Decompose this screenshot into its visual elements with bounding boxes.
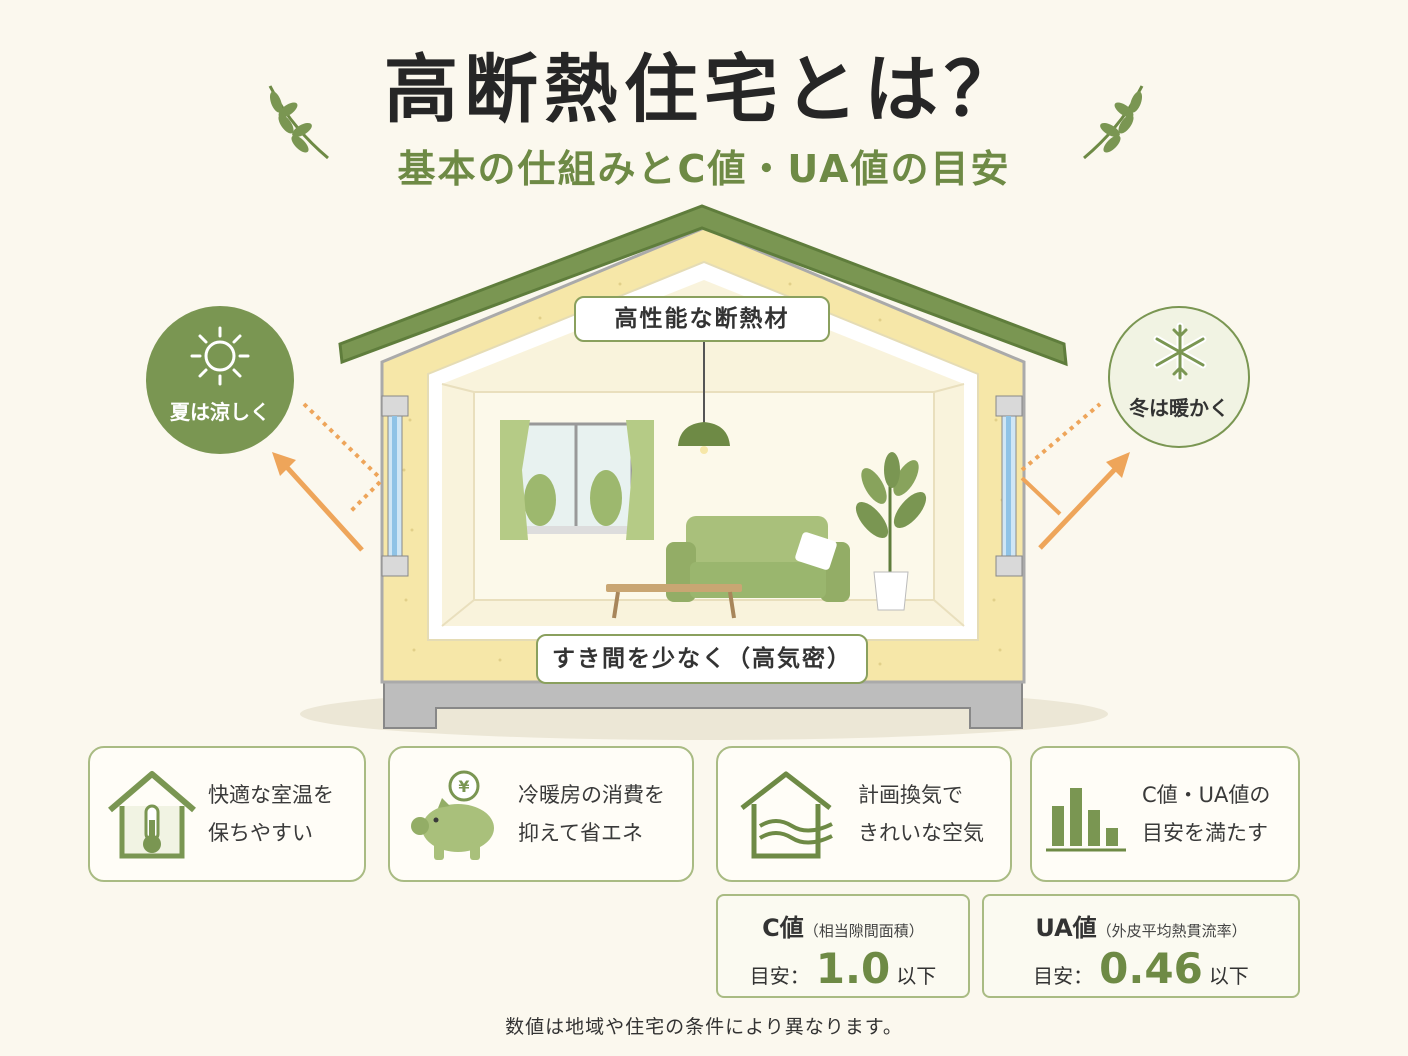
c-value-suffix: 以下 [896, 964, 937, 988]
c-value-number: 1.0 [815, 944, 891, 993]
card-line2: きれいな空気 [858, 821, 984, 845]
winter-badge: 冬は暖かく [1108, 306, 1250, 448]
ua-value-desc: （外皮平均熱貫流率） [1096, 922, 1247, 940]
foundation [383, 679, 1023, 729]
sun-icon [190, 326, 250, 386]
room-window [500, 420, 654, 540]
page-title: 高断熱住宅とは？ [384, 47, 1024, 133]
ua-value-name: UA値 [1035, 914, 1097, 942]
bar-chart-icon [1046, 788, 1126, 852]
card-line1: 快適な室温を [208, 783, 334, 807]
c-value-desc: （相当隙間面積） [803, 922, 924, 940]
ua-value-number: 0.46 [1099, 944, 1203, 993]
right-leaf-sprig-icon [1083, 85, 1144, 160]
pendant-lamp [678, 336, 730, 454]
house-cross-section [272, 204, 1130, 740]
page-subtitle: 基本の仕組みとC値・UA値の目安 [397, 147, 1011, 191]
summer-heat-arrows [272, 402, 382, 552]
winter-heat-arrows [1020, 402, 1130, 550]
card-line1: 計画換気で [858, 783, 963, 807]
summer-badge: 夏は涼しく [146, 306, 294, 454]
ua-value-suffix: 以下 [1208, 964, 1249, 988]
potted-plant [855, 452, 927, 611]
right-window [995, 395, 1023, 577]
snowflake-icon [1153, 322, 1207, 382]
winter-label: 冬は暖かく [1129, 396, 1229, 420]
feature-card-comfort: 快適な室温を 保ちやすい [88, 746, 366, 882]
piggy-bank-yen-icon: ¥ [411, 770, 494, 860]
card-line1: C値・UA値の [1142, 783, 1271, 807]
feature-card-ventilation: 計画換気で きれいな空気 [716, 746, 1012, 882]
feature-card-energy: ¥ 冷暖房の消費を 抑えて省エネ [388, 746, 694, 882]
coffee-table [606, 584, 742, 619]
card-line2: 目安を満たす [1142, 821, 1268, 845]
insulation-texture [402, 282, 1004, 670]
left-window [381, 395, 409, 577]
card-line2: 保ちやすい [208, 821, 313, 845]
house-thermometer-icon [108, 771, 196, 859]
ua-value-prefix: 目安： [1033, 964, 1094, 988]
svg-text:¥: ¥ [458, 777, 469, 796]
insulation-label: 高性能な断熱材 [574, 296, 830, 342]
summer-label: 夏は涼しく [170, 400, 270, 424]
c-value-name: C値 [762, 914, 804, 942]
left-leaf-sprig-icon [268, 85, 329, 160]
footnote: 数値は地域や住宅の条件により異なります。 [505, 1016, 903, 1038]
c-value-prefix: 目安： [749, 964, 810, 988]
card-line1: 冷暖房の消費を [518, 783, 665, 807]
house-ventilation-icon [740, 771, 833, 859]
airtight-label: すき間を少なく（高気密） [536, 634, 868, 684]
roof [338, 204, 1068, 367]
card-line2: 抑えて省エネ [518, 821, 643, 845]
feature-card-values: C値・UA値の 目安を満たす [1030, 746, 1300, 882]
